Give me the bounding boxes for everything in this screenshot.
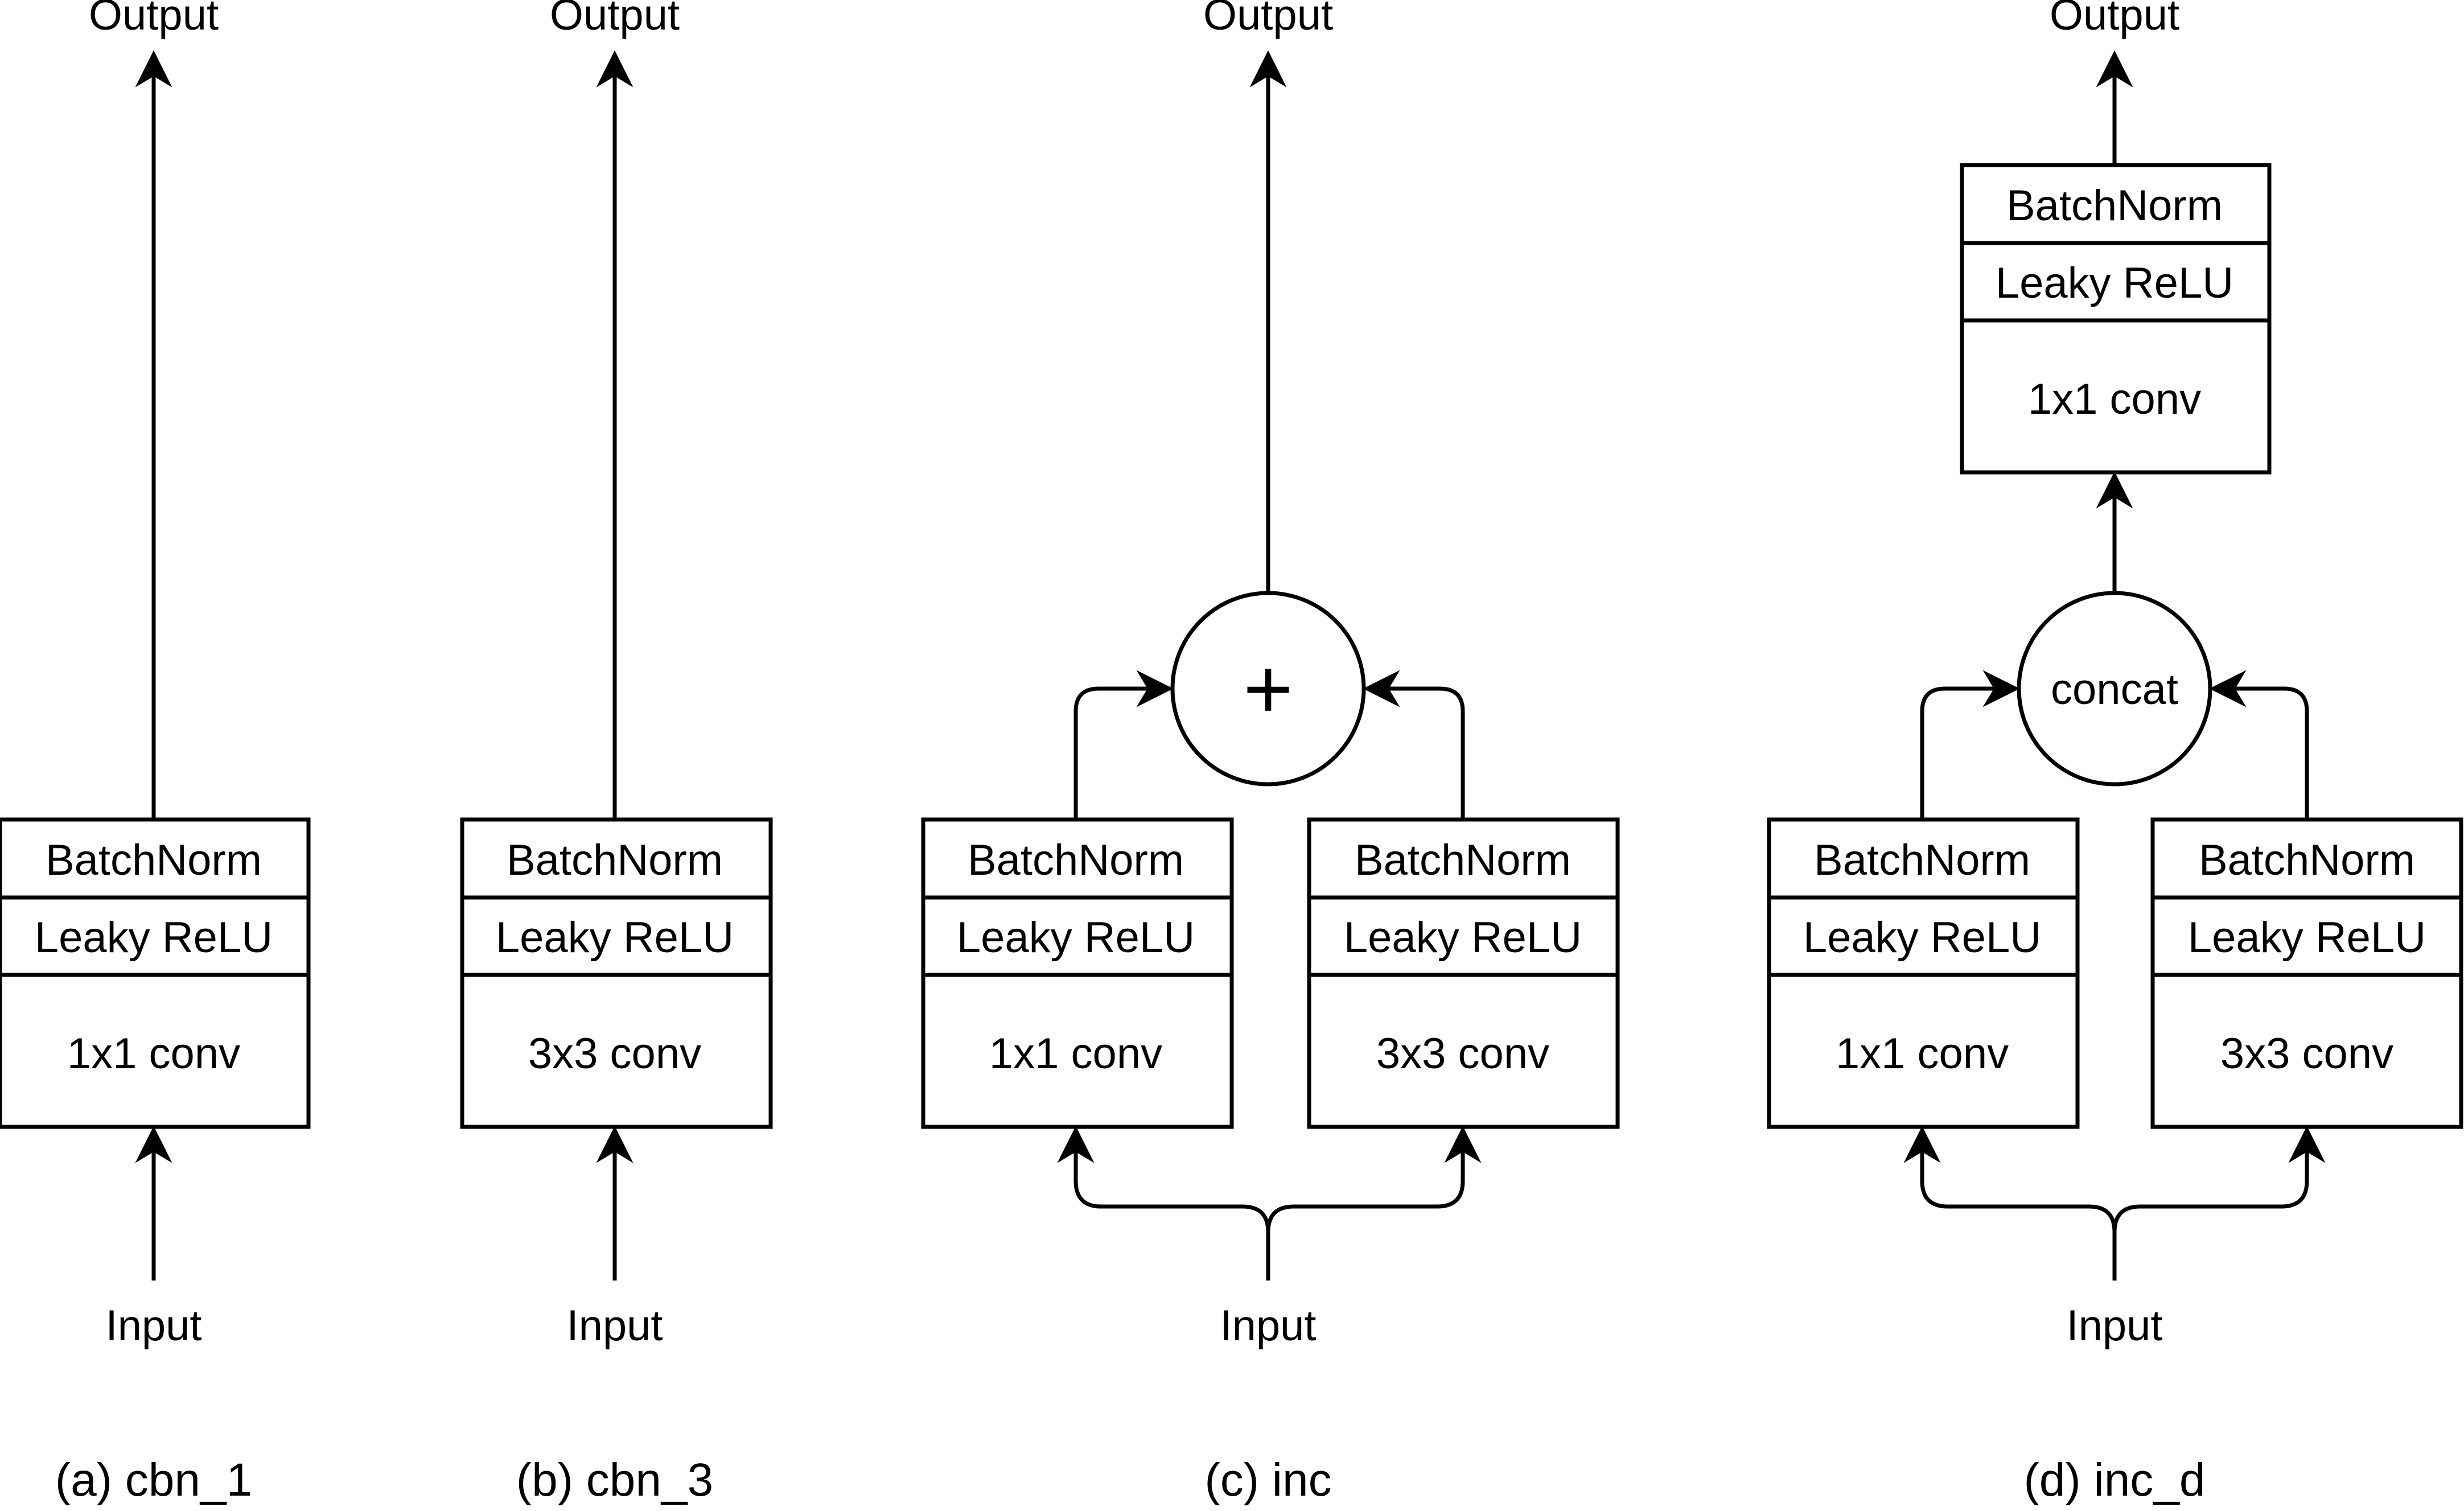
concat-label: concat — [2051, 665, 2178, 714]
batchnorm-label: BatchNorm — [46, 836, 262, 884]
batchnorm-label: BatchNorm — [1814, 836, 2030, 884]
right-branch-arrow — [1363, 670, 1465, 820]
block-3x3-conv: BatchNorm Leaky ReLU 3x3 conv — [2150, 817, 2463, 1129]
input-label: Input — [1220, 1302, 1316, 1350]
input-label: Input — [2066, 1302, 2162, 1350]
left-branch-arrow — [1073, 670, 1174, 820]
leaky-relu-label: Leaky ReLU — [496, 913, 734, 962]
conv-label: 1x1 conv — [2028, 375, 2201, 423]
conv-label: 1x1 conv — [1836, 1030, 2009, 1078]
conv-label: 3x3 conv — [1376, 1030, 1549, 1078]
conv-label: 3x3 conv — [2220, 1030, 2393, 1078]
block-cbn-1: BatchNorm Leaky ReLU 1x1 conv — [0, 817, 311, 1129]
panel-caption: (b) cbn_3 — [516, 1454, 713, 1506]
block-1x1-conv: BatchNorm Leaky ReLU 1x1 conv — [921, 817, 1234, 1129]
panel-cbn-1: Output BatchNorm Leaky ReLU 1x1 conv Inp… — [0, 0, 311, 1506]
block-3x3-conv: BatchNorm Leaky ReLU 3x3 conv — [1307, 817, 1620, 1129]
leaky-relu-label: Leaky ReLU — [1803, 913, 2041, 962]
input-split-brace — [2112, 1126, 2326, 1281]
batchnorm-label: BatchNorm — [507, 836, 723, 884]
output-label: Output — [550, 0, 680, 39]
leaky-relu-label: Leaky ReLU — [1996, 259, 2233, 307]
batchnorm-label: BatchNorm — [2006, 182, 2223, 230]
input-split-brace — [1903, 1126, 2117, 1281]
batchnorm-label: BatchNorm — [1355, 836, 1571, 884]
leaky-relu-label: Leaky ReLU — [35, 913, 273, 962]
conv-label: 3x3 conv — [528, 1030, 701, 1078]
right-branch-arrow — [2209, 670, 2309, 820]
batchnorm-label: BatchNorm — [968, 836, 1184, 884]
output-label: Output — [1203, 0, 1333, 39]
input-label: Input — [566, 1302, 663, 1350]
block-top-1x1-conv: BatchNorm Leaky ReLU 1x1 conv — [1960, 163, 2272, 475]
leaky-relu-label: Leaky ReLU — [957, 913, 1195, 962]
output-label: Output — [89, 0, 219, 39]
panel-inc: Output + BatchNorm Leaky ReLU 1x1 conv B… — [921, 0, 1620, 1506]
input-label: Input — [105, 1302, 201, 1350]
concat-node: concat — [2017, 591, 2212, 787]
panel-caption: (c) inc — [1204, 1454, 1331, 1506]
panel-cbn-3: Output BatchNorm Leaky ReLU 3x3 conv Inp… — [460, 0, 773, 1506]
conv-label: 1x1 conv — [989, 1030, 1162, 1078]
panel-inc-d: Output BatchNorm Leaky ReLU 1x1 conv con… — [1767, 0, 2463, 1506]
leaky-relu-label: Leaky ReLU — [1344, 913, 1582, 962]
panel-caption: (d) inc_d — [2023, 1454, 2205, 1506]
conv-label: 1x1 conv — [67, 1030, 240, 1078]
plus-icon: + — [1243, 641, 1293, 736]
left-branch-arrow — [1920, 670, 2020, 820]
input-split-brace — [1266, 1126, 1482, 1281]
panel-caption: (a) cbn_1 — [55, 1454, 252, 1506]
leaky-relu-label: Leaky ReLU — [2188, 913, 2426, 962]
block-1x1-conv: BatchNorm Leaky ReLU 1x1 conv — [1767, 817, 2080, 1129]
block-cbn-3: BatchNorm Leaky ReLU 3x3 conv — [460, 817, 773, 1129]
input-split-brace — [1057, 1126, 1270, 1281]
add-node: + — [1170, 591, 1366, 787]
batchnorm-label: BatchNorm — [2199, 836, 2415, 884]
output-label: Output — [2050, 0, 2179, 39]
